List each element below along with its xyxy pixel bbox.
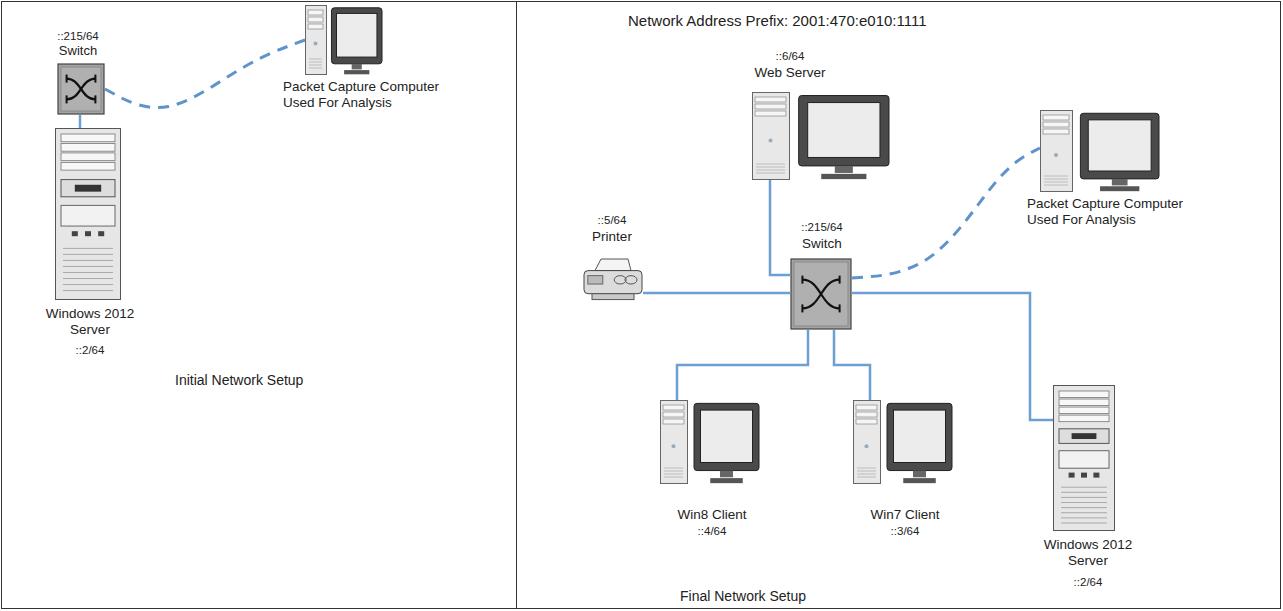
device-address: Printer	[592, 229, 632, 245]
device-label: ::6/64	[776, 50, 805, 63]
network-switch: ::215/64Switch	[790, 258, 852, 330]
device-address: Switch	[59, 44, 97, 59]
server-tower-icon	[55, 128, 121, 300]
device-label: Windows 2012 Server	[35, 306, 145, 337]
printer-icon	[583, 258, 643, 300]
device-label: ::215/64	[801, 221, 843, 234]
client-computer: Win8 Client::4/64	[660, 400, 760, 484]
capture-computer-icon	[305, 5, 383, 75]
device-label: Packet Capture Computer Used For Analysi…	[1027, 196, 1202, 227]
server-tower: Windows 2012 Server::2/64	[1053, 385, 1115, 531]
device-address: ::2/64	[76, 344, 105, 357]
network-switch-icon	[790, 258, 852, 330]
network-switch: ::215/64Switch	[57, 63, 105, 115]
device-label: Win8 Client	[677, 507, 746, 523]
capture-link	[852, 148, 1040, 278]
client-computer: Win7 Client::3/64	[853, 400, 953, 484]
panel-divider	[516, 2, 517, 609]
capture-computer-icon	[1040, 110, 1160, 192]
device-label: Packet Capture Computer Used For Analysi…	[283, 79, 458, 110]
network-cable	[770, 180, 790, 275]
device-address: Switch	[802, 236, 842, 252]
device-address: ::2/64	[1074, 576, 1103, 589]
device-label: ::215/64	[57, 30, 99, 43]
web-server-icon	[752, 92, 890, 180]
panel-caption: Final Network Setup	[680, 588, 806, 604]
server-tower: Windows 2012 Server::2/64	[55, 128, 121, 300]
device-label: Win7 Client	[870, 507, 939, 523]
device-address: Web Server	[754, 65, 825, 81]
device-label: ::5/64	[598, 214, 627, 227]
capture-computer: Packet Capture Computer Used For Analysi…	[305, 5, 383, 75]
printer: ::5/64Printer	[583, 258, 643, 300]
network-switch-icon	[57, 63, 105, 115]
network-cable	[79, 115, 82, 128]
network-cable	[852, 293, 1053, 420]
network-cable	[677, 330, 808, 400]
server-tower-icon	[1053, 385, 1115, 531]
network-prefix: Network Address Prefix: 2001:470:e010:11…	[628, 12, 927, 29]
client-computer-icon	[660, 400, 760, 484]
device-label: Windows 2012 Server	[1033, 537, 1143, 568]
device-address: ::4/64	[698, 525, 727, 538]
panel-caption: Initial Network Setup	[175, 372, 303, 388]
capture-computer: Packet Capture Computer Used For Analysi…	[1040, 110, 1160, 192]
web-server: ::6/64Web Server	[752, 92, 890, 180]
capture-link	[105, 40, 305, 108]
client-computer-icon	[853, 400, 953, 484]
network-cable	[834, 330, 870, 400]
device-address: ::3/64	[891, 525, 920, 538]
network-cable	[643, 292, 790, 295]
